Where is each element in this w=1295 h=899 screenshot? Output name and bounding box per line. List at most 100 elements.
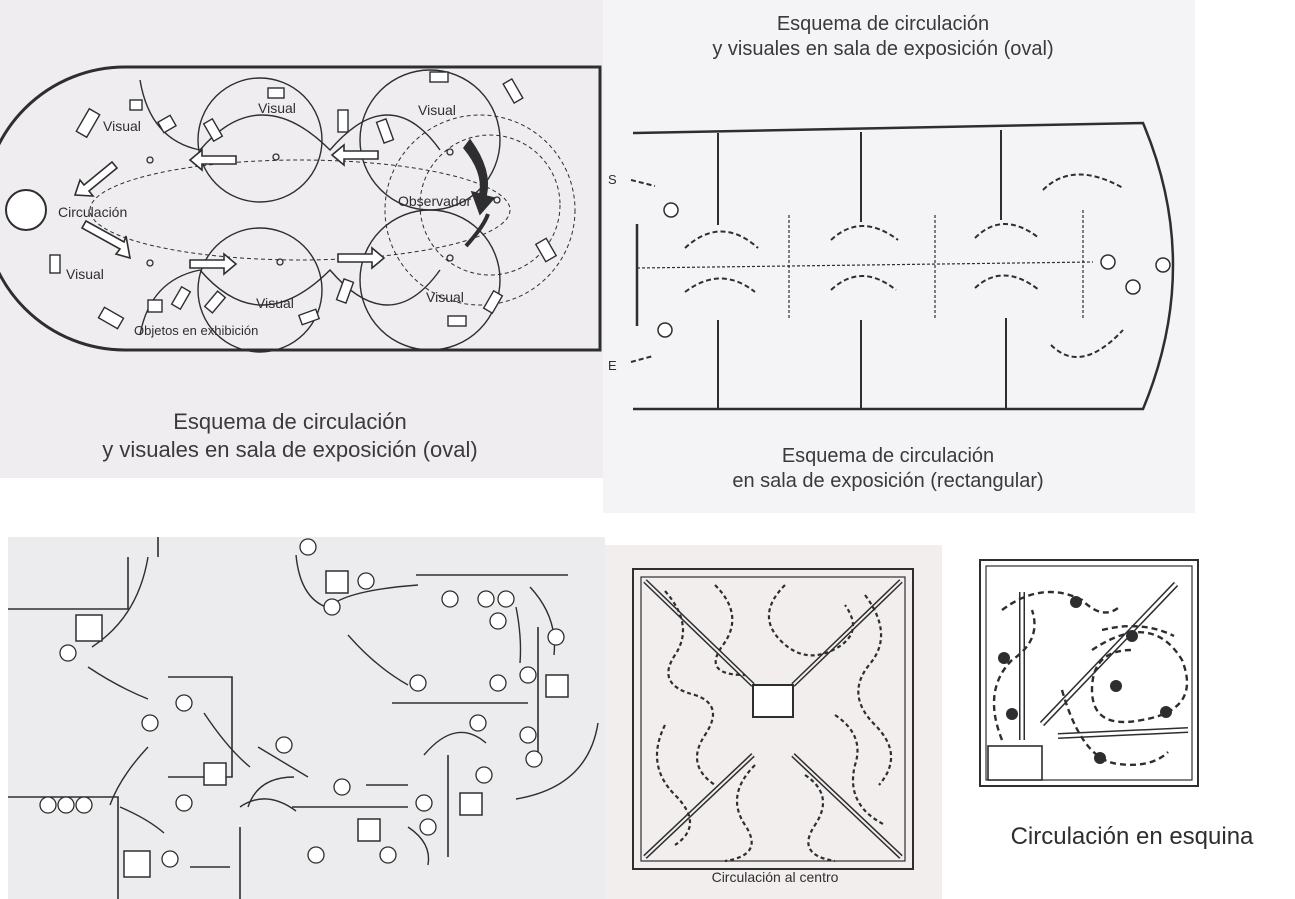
exhibit-pedestal [459, 792, 483, 816]
visitor-figure [333, 778, 351, 796]
plan-flow-arrow [515, 722, 599, 800]
label-visual: Visual [426, 289, 464, 305]
center-room-inner-wall [640, 576, 906, 862]
exhibit-object [335, 278, 355, 304]
exit-label: S [608, 172, 617, 187]
label-visual: Visual [256, 295, 294, 311]
center-wander-path [834, 714, 886, 826]
corner-wander-path [1001, 590, 1119, 614]
visitor-figure [1110, 680, 1122, 692]
corner-wander-path [992, 609, 1036, 741]
center-wander-path [767, 584, 855, 657]
dashed-axis [636, 261, 1094, 269]
plan-flow-arrow [515, 606, 522, 664]
flow-arrow-left [188, 148, 237, 172]
flow-arrow-diagonal [80, 219, 132, 260]
visitor-figure [497, 590, 515, 608]
visitor-figure [275, 736, 293, 754]
visitor-figure [489, 612, 507, 630]
visitor-figure [175, 794, 193, 812]
plan-flow-arrow [203, 712, 251, 768]
oval-entrance-circle [5, 189, 47, 231]
entry-arrow [630, 355, 654, 363]
observer-arrow-dark [464, 213, 490, 248]
circulation-arc [830, 225, 899, 241]
observer-point [493, 196, 501, 204]
entry-label: E [608, 358, 617, 373]
oval-room-outline [0, 65, 602, 352]
plan-flow-arrow [247, 776, 295, 808]
gallery-plan-diagram [8, 537, 599, 899]
exhibit-object [75, 107, 101, 139]
circulation-arc [1042, 173, 1124, 191]
center-wander-path [724, 764, 756, 863]
exhibit-object [447, 315, 467, 327]
rect-caption-line-1: Esquema de circulación [781, 445, 995, 467]
rect-top-caption: Esquema de circulación y visuales en sal… [643, 12, 1123, 62]
rect-caption-line-2: en sala de exposición (rectangular) [732, 470, 1044, 492]
label-visual: Visual [258, 100, 296, 116]
plan-wall [8, 557, 129, 610]
visitor-figure [547, 628, 565, 646]
rectangular-room-panel: Esquema de circulación y visuales en sal… [603, 0, 1195, 513]
circulation-arc [684, 230, 759, 249]
observer-point [446, 148, 454, 156]
exit-arrow [630, 179, 656, 187]
exhibit-pedestal [545, 674, 569, 698]
flow-arrow-left [330, 143, 379, 167]
observer-field-inner-dashed [419, 134, 561, 276]
exhibit-object [337, 109, 349, 133]
observer-point [146, 259, 154, 267]
exhibit-object [267, 87, 285, 99]
exhibit-pedestal [123, 850, 151, 878]
exhibit-object [429, 71, 449, 83]
plan-wall [168, 676, 233, 778]
observer-field-dashed [384, 114, 576, 306]
exhibit-object [170, 285, 192, 311]
plan-wall [8, 796, 119, 899]
observer-point [146, 156, 154, 164]
corner-exhibit-case [987, 745, 1043, 781]
gallery-plan-panel [8, 537, 605, 899]
plan-flow-arrow [87, 666, 149, 700]
center-caption: Circulación al centro [711, 869, 839, 885]
rect-top-caption-line-2: y visuales en sala de exposición (oval) [712, 38, 1054, 60]
exhibit-object [202, 117, 224, 143]
plan-flow-arrow [109, 746, 149, 806]
visitor-figure [441, 590, 459, 608]
label-visual: Visual [103, 118, 141, 134]
exhibit-object [297, 308, 321, 326]
plan-flow-arrow [347, 634, 409, 686]
center-room-outer-wall [632, 568, 914, 870]
exhibit-pedestal [325, 570, 349, 594]
observer-point [272, 153, 280, 161]
visitor-figure [519, 726, 537, 744]
center-wander-path [655, 724, 691, 846]
exhibit-object [147, 299, 163, 313]
exhibit-object [502, 78, 524, 104]
visual-zone-bottom-1 [197, 227, 323, 353]
visual-zone-top-1 [197, 77, 323, 203]
exhibit-object [534, 237, 558, 263]
visitor-figure [357, 572, 375, 590]
center-circulation-diagram [632, 568, 914, 870]
exhibit-object [203, 290, 227, 314]
visitor-figure [175, 694, 193, 712]
center-wander-path [714, 584, 746, 677]
visual-zone-bottom-2 [359, 209, 501, 351]
visitor-figure [1126, 630, 1138, 642]
plan-flow-arrow [119, 806, 165, 834]
corner-room-outer-wall [979, 559, 1199, 787]
visitor-figure [59, 644, 77, 662]
exhibit-object [129, 99, 143, 111]
circulation-arc [684, 277, 756, 293]
exhibit-object [49, 254, 61, 274]
plan-flow-arrow [257, 746, 309, 778]
plan-flow-arrow [423, 731, 487, 756]
exhibit-pedestal [75, 614, 103, 642]
exhibit-object [97, 306, 125, 330]
exhibit-pedestal [357, 818, 381, 842]
label-observador: Observador [398, 193, 471, 209]
visitor-figure [1070, 596, 1082, 608]
oval-caption-line-1: Esquema de circulación [173, 409, 407, 434]
